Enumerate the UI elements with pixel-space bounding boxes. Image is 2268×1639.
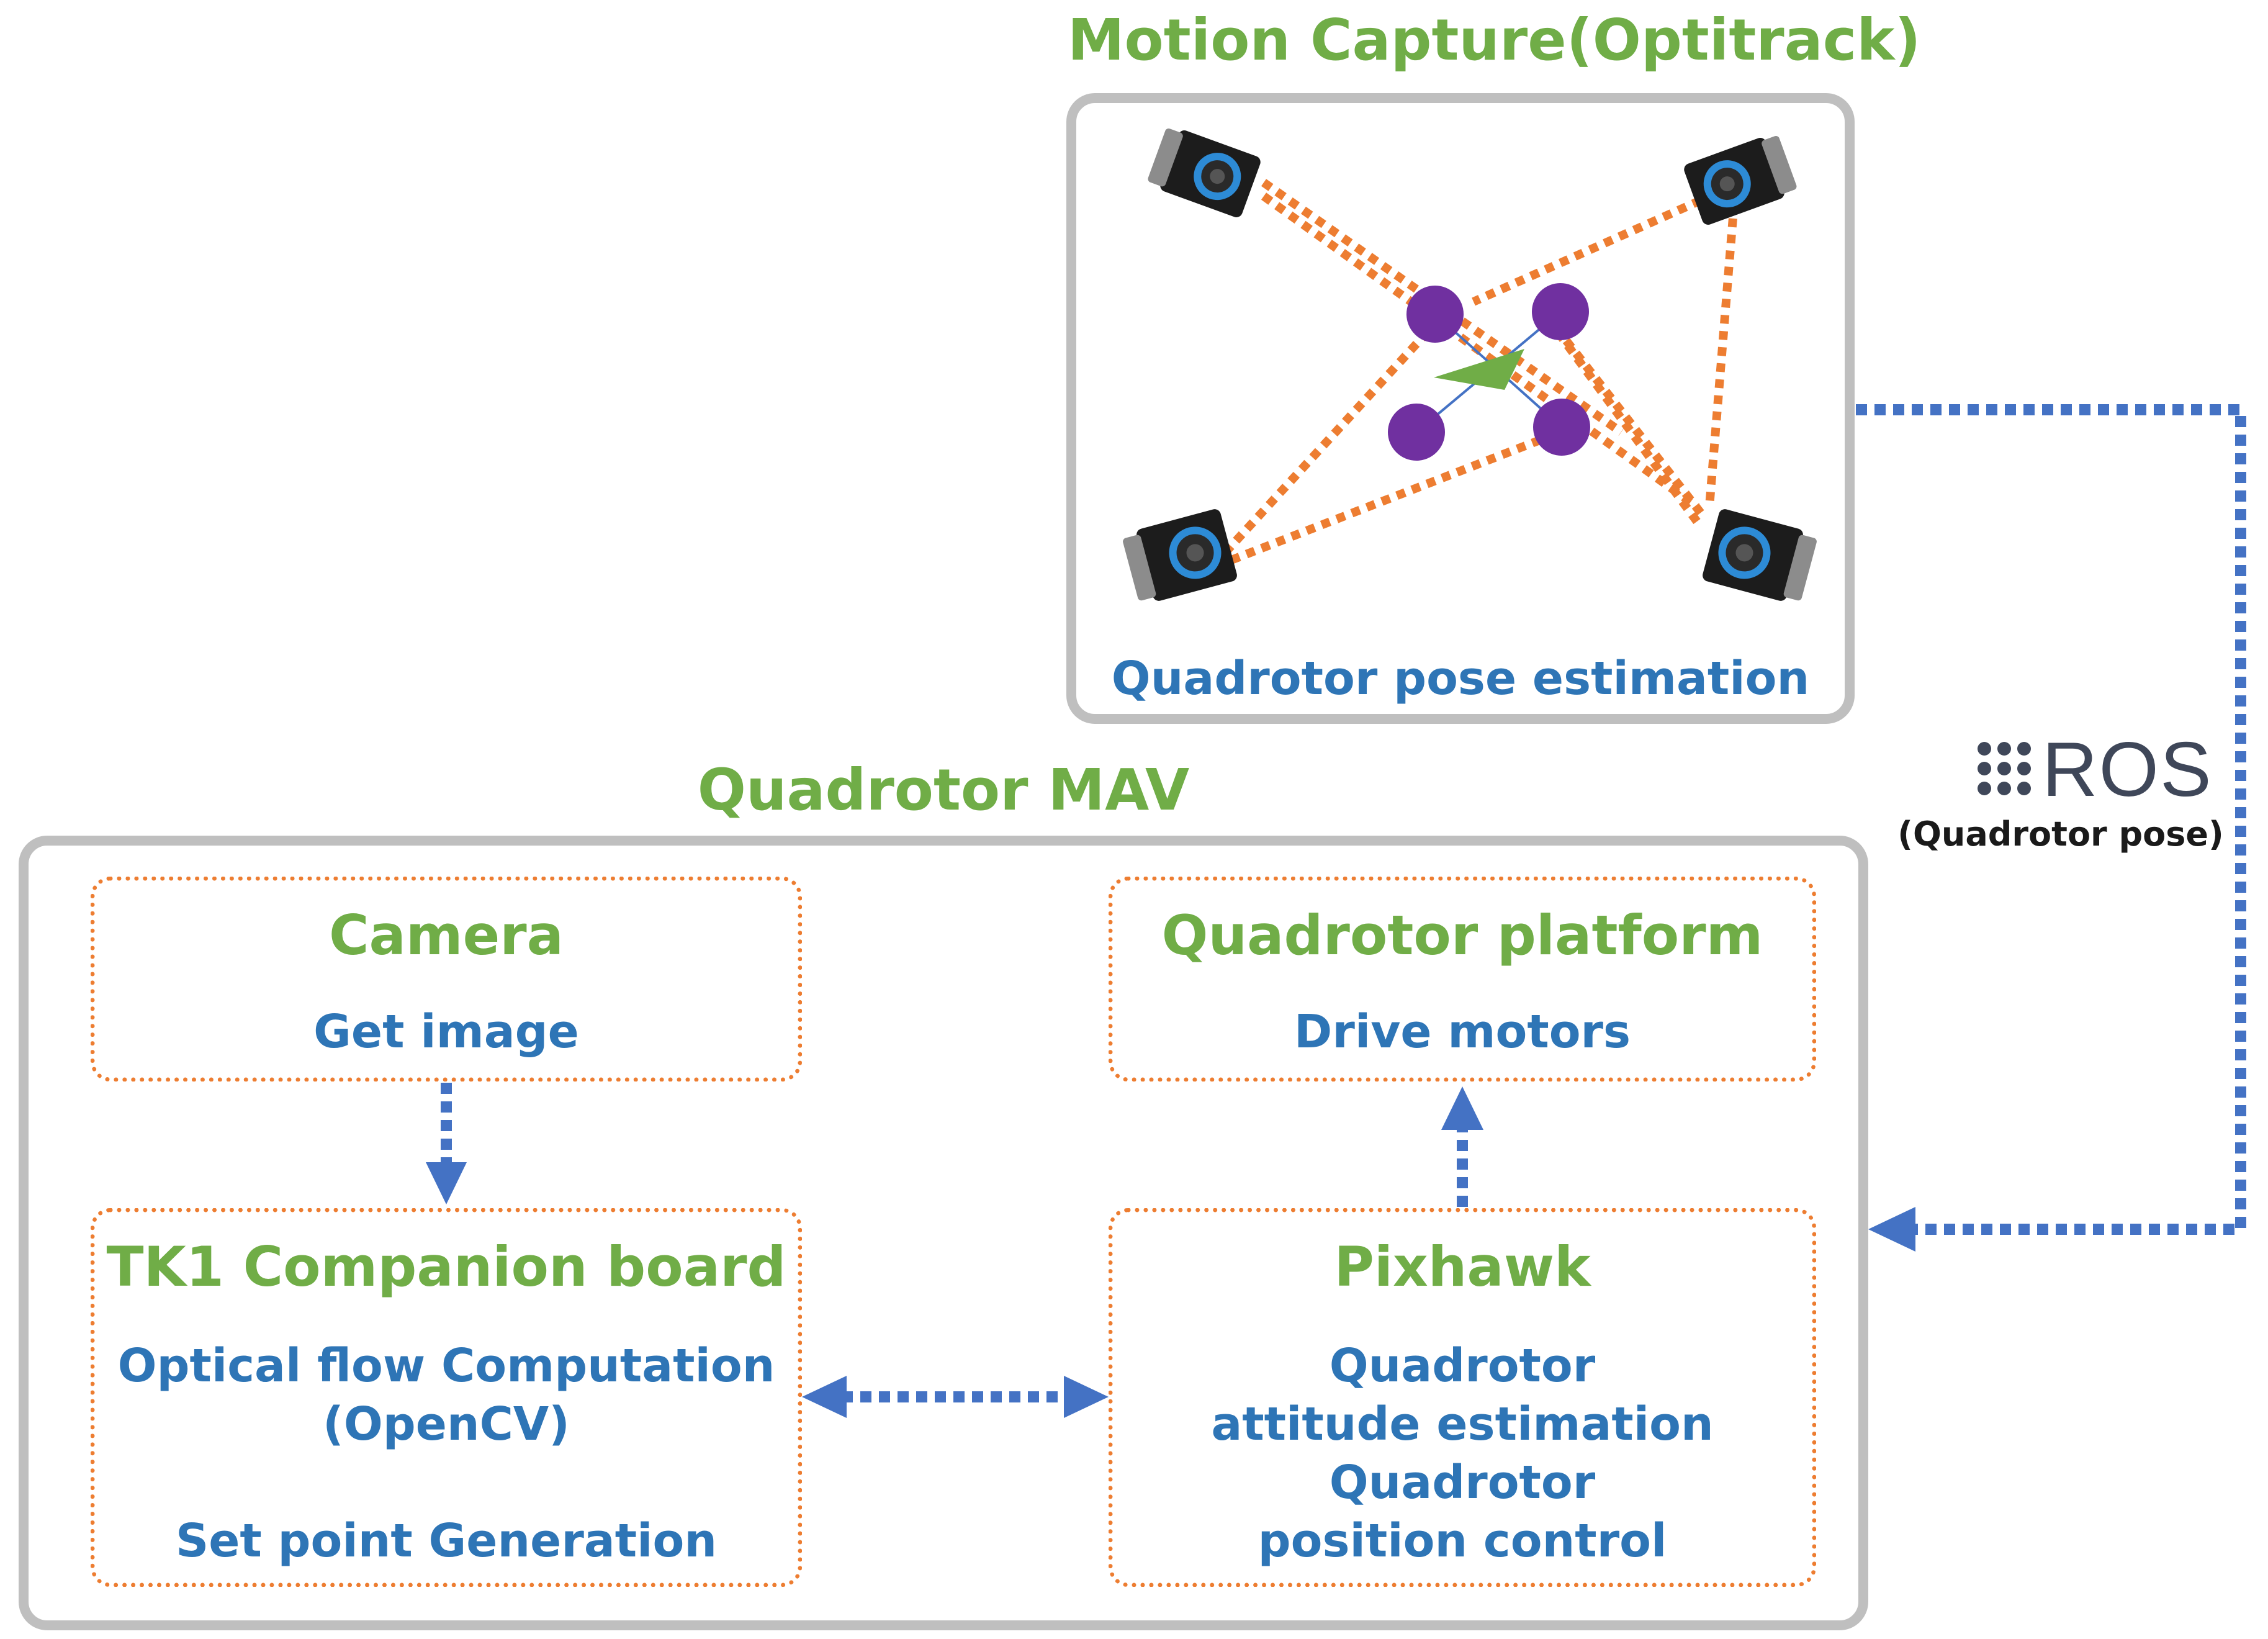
platform-node: Quadrotor platform Drive motors	[1109, 877, 1816, 1081]
ray-bl-2	[1230, 428, 1562, 564]
arrowhead-left-icon	[802, 1376, 847, 1418]
tk1-node: TK1 Companion board Optical flow Computa…	[91, 1208, 802, 1587]
ros-link-line	[1856, 404, 2246, 1235]
pixhawk-line-2: attitude estimation	[1211, 1397, 1714, 1451]
pixhawk-node-title: Pixhawk	[1334, 1235, 1591, 1299]
marker-4	[1533, 399, 1590, 456]
marker-3	[1388, 404, 1445, 461]
ros-logo-text: ROS	[2042, 727, 2213, 813]
ros-label: (Quadrotor pose)	[1887, 815, 2234, 855]
camera-node-title: Camera	[328, 903, 564, 967]
camera-node: Camera Get image	[91, 877, 802, 1081]
camera-node-text: Get image	[313, 1005, 579, 1059]
platform-node-text: Drive motors	[1294, 1005, 1631, 1059]
ray-tl-2	[1261, 192, 1700, 510]
arrowhead-right-icon	[1064, 1376, 1109, 1418]
ray-bl-1	[1222, 311, 1447, 556]
motion-capture-title: Motion Capture(Optitrack)	[1068, 7, 1921, 73]
pixhawk-node: Pixhawk Quadrotor attitude estimation Qu…	[1109, 1208, 1816, 1587]
camera-icon-bottom-right	[1703, 509, 1817, 601]
motion-capture-box: Quadrotor pose estimation	[1066, 93, 1855, 724]
platform-node-title: Quadrotor platform	[1161, 903, 1763, 967]
ros-dots-icon	[1978, 742, 2031, 795]
pixhawk-line-1: Quadrotor	[1329, 1339, 1596, 1393]
tk1-line-2: (OpenCV)	[323, 1397, 570, 1451]
pixhawk-line-4: position control	[1258, 1514, 1667, 1568]
camera-icon-top-left	[1148, 128, 1261, 217]
ray-tr-2	[1705, 202, 1739, 507]
arrowhead-down-icon	[426, 1162, 467, 1204]
heading-arrow-icon	[1434, 349, 1524, 390]
ray-br-1	[1533, 300, 1704, 516]
marker-1	[1406, 286, 1464, 343]
pixhawk-line-3: Quadrotor	[1329, 1456, 1596, 1509]
ray-tr-1	[1472, 189, 1717, 306]
camera-icon-bottom-left	[1123, 509, 1237, 601]
tk1-line-3: Set point Generation	[175, 1514, 718, 1568]
motion-capture-scene	[1123, 128, 1817, 601]
mav-title: Quadrotor MAV	[697, 757, 1190, 823]
marker-2	[1532, 283, 1589, 340]
camera-icon-top-right	[1684, 135, 1797, 225]
motion-capture-caption: Quadrotor pose estimation	[1111, 652, 1810, 705]
arrowhead-ros-icon	[1868, 1207, 1915, 1252]
tk1-line-1: Optical flow Computation	[117, 1339, 775, 1393]
tk1-node-title: TK1 Companion board	[106, 1235, 786, 1299]
arrowhead-up-icon	[1441, 1086, 1483, 1130]
